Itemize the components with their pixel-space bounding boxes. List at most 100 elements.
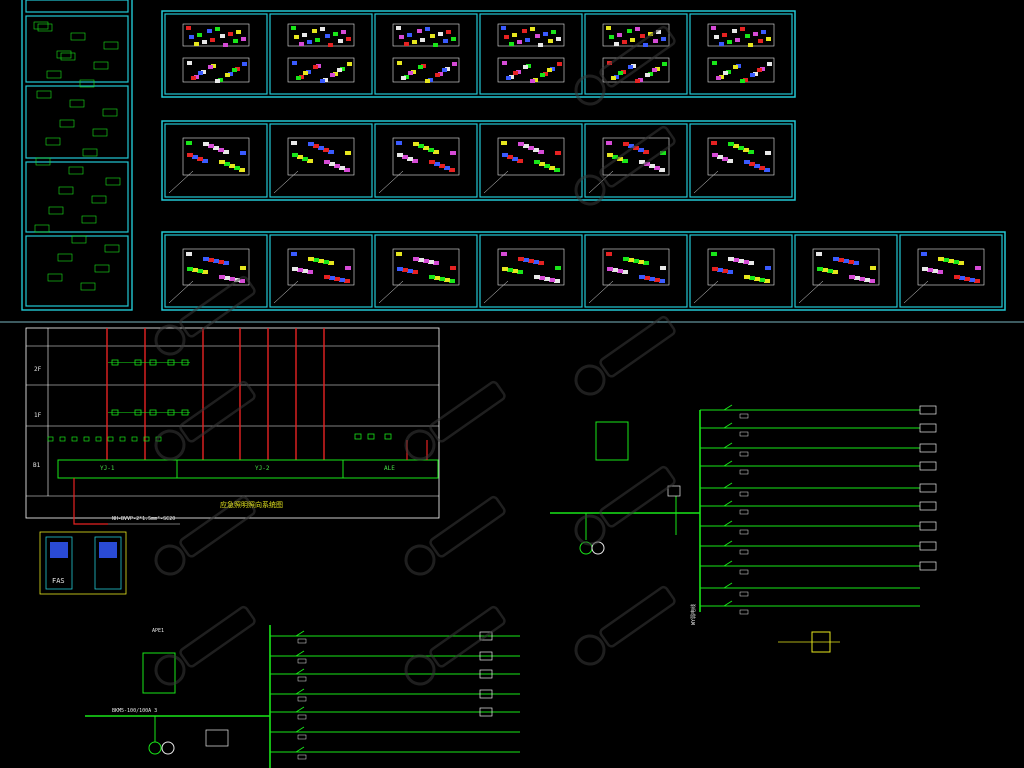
plan-mark xyxy=(937,270,943,274)
watermark-text-block xyxy=(599,25,676,88)
panel-bus xyxy=(57,459,439,479)
breaker-symbol xyxy=(723,482,733,489)
breaker-symbol xyxy=(295,630,305,637)
leader-line xyxy=(168,280,194,304)
floor-plan-thumb xyxy=(287,137,355,176)
load-box xyxy=(479,631,493,641)
plan-mark xyxy=(638,260,644,264)
plan-mark xyxy=(294,35,299,39)
plan-mark xyxy=(207,29,212,33)
plan-mark xyxy=(203,142,209,146)
plan-mark xyxy=(644,162,650,166)
breaker-symbol xyxy=(723,560,733,567)
plan-mark xyxy=(192,155,198,159)
fixture-symbol xyxy=(119,436,126,442)
plan-mark xyxy=(728,142,734,146)
plan-mark xyxy=(210,38,215,42)
plan-mark xyxy=(534,275,540,279)
plan-mark xyxy=(443,39,448,43)
watermark-layer xyxy=(154,25,676,686)
floor-plan-thumb xyxy=(182,137,250,176)
plan-mark xyxy=(639,275,645,279)
breaker-symbol xyxy=(723,422,733,429)
plan-mark xyxy=(334,164,340,168)
plan-mark xyxy=(544,277,550,281)
plan-mark xyxy=(760,67,765,71)
drawing-sheet xyxy=(794,234,898,308)
plan-mark xyxy=(399,35,404,39)
plan-mark xyxy=(723,71,728,75)
plan-mark xyxy=(512,157,518,161)
plan-mark xyxy=(843,259,849,263)
watermark-logo xyxy=(404,380,506,461)
plan-mark xyxy=(654,166,660,170)
plan-mark xyxy=(745,34,750,38)
schedule-block xyxy=(93,61,109,70)
floor-plan-thumb xyxy=(707,23,775,47)
plan-mark xyxy=(197,33,202,37)
watermark-text-block xyxy=(599,125,676,188)
ct-symbol xyxy=(739,509,749,515)
plan-mark xyxy=(969,278,975,282)
plan-mark xyxy=(716,76,721,80)
plan-mark xyxy=(621,70,626,74)
leader-line xyxy=(693,280,719,304)
plan-mark xyxy=(547,68,552,72)
plan-mark xyxy=(832,270,838,274)
watermark-swirl xyxy=(574,364,606,396)
plan-mark xyxy=(402,155,408,159)
plan-mark xyxy=(638,78,643,82)
plan-mark xyxy=(512,33,517,37)
plan-mark xyxy=(218,78,223,82)
breaker-symbol xyxy=(295,668,305,675)
plan-mark xyxy=(318,259,324,263)
plan-mark xyxy=(712,61,717,65)
plan-mark xyxy=(653,39,658,43)
plan-mark xyxy=(186,252,192,256)
plan-mark xyxy=(543,32,548,36)
breaker-symbol xyxy=(295,726,305,733)
plan-mark xyxy=(434,276,440,280)
plan-mark xyxy=(640,34,645,38)
plan-mark xyxy=(727,40,732,44)
plan-mark xyxy=(974,279,980,283)
plan-mark xyxy=(408,71,413,75)
floor-plan-thumb xyxy=(287,248,355,286)
plan-mark xyxy=(224,276,230,280)
plan-mark xyxy=(833,257,839,261)
plan-mark xyxy=(753,32,758,36)
plan-mark xyxy=(617,157,623,161)
plan-mark xyxy=(189,35,194,39)
plan-mark xyxy=(201,70,206,74)
schedule-block xyxy=(70,32,86,41)
feeder-cable-label: NH-BVVP-2*1.5mm²-SC20 xyxy=(112,516,176,522)
plan-mark xyxy=(240,266,246,270)
watermark-swirl xyxy=(574,74,606,106)
plan-mark xyxy=(540,73,545,77)
plan-mark xyxy=(302,157,308,161)
floor-plan-thumb xyxy=(392,23,460,47)
plan-mark xyxy=(213,259,219,263)
plan-mark xyxy=(442,68,447,72)
plan-mark xyxy=(614,42,619,46)
plan-mark xyxy=(297,268,303,272)
watermark-text-block xyxy=(599,315,676,378)
plan-mark xyxy=(506,76,511,80)
plan-mark xyxy=(645,73,650,77)
riser-diagram-title: 应急照明照向系统图 xyxy=(220,501,283,509)
load-box xyxy=(919,405,937,415)
plan-mark xyxy=(722,33,727,37)
plan-mark xyxy=(638,148,644,152)
plan-mark xyxy=(396,26,401,30)
breaker-symbol xyxy=(295,706,305,713)
plan-mark xyxy=(211,64,216,68)
plan-mark xyxy=(418,258,424,262)
leader-line xyxy=(903,280,929,304)
riser-tag-right: WY弱电线 xyxy=(691,603,697,625)
plan-mark xyxy=(722,157,728,161)
fas-label: FAS xyxy=(52,577,65,585)
plan-mark xyxy=(333,72,338,76)
plan-mark xyxy=(235,67,240,71)
plan-mark xyxy=(428,148,434,152)
